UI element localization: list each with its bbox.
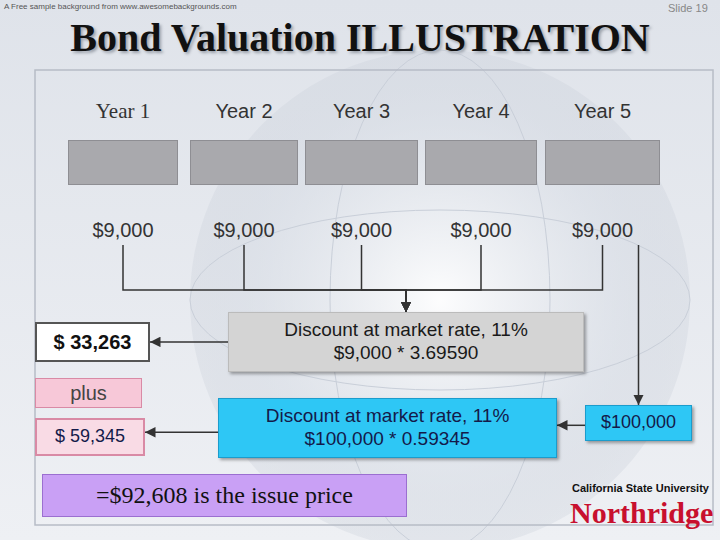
globe-line bbox=[330, 50, 550, 540]
year-column: Year 3 $9,000 bbox=[305, 98, 418, 243]
watermark: A Free sample background from www.awesom… bbox=[4, 2, 237, 11]
year-bar bbox=[190, 140, 298, 185]
flow-arrow bbox=[362, 245, 407, 312]
flow-arrow bbox=[145, 432, 218, 434]
flow-arrow bbox=[244, 245, 406, 312]
box-text: $ 59,345 bbox=[47, 426, 133, 448]
operator-box: plus bbox=[35, 378, 142, 408]
year-heading: Year 3 bbox=[305, 98, 418, 124]
discount-box: Discount at market rate, 11%$100,000 * 0… bbox=[218, 398, 557, 458]
year-bar bbox=[305, 140, 418, 185]
value-box: $ 33,263 bbox=[35, 322, 150, 362]
year-column: Year 5 $9,000 bbox=[545, 98, 660, 243]
flow-arrow bbox=[406, 245, 481, 312]
logo-text: Northridge bbox=[570, 496, 713, 530]
cash-flow: $9,000 bbox=[190, 217, 298, 243]
year-bar bbox=[425, 140, 537, 185]
slide-frame bbox=[35, 70, 713, 525]
flow-arrow bbox=[123, 245, 406, 312]
box-text: $9,000 * 3.69590 bbox=[239, 342, 573, 365]
cash-flow: $9,000 bbox=[305, 217, 418, 243]
flow-arrow bbox=[150, 341, 228, 343]
year-column: Year 2 $9,000 bbox=[190, 98, 298, 243]
result-box: =$92,608 is the issue price bbox=[42, 474, 407, 517]
discount-box: Discount at market rate, 11%$9,000 * 3.6… bbox=[228, 312, 584, 372]
globe-line bbox=[190, 210, 690, 390]
logo-text: California State University bbox=[572, 482, 709, 494]
box-text: $ 33,263 bbox=[47, 330, 138, 354]
flow-arrow bbox=[406, 245, 603, 312]
slide-number: Slide 19 bbox=[668, 2, 708, 14]
box-text: Discount at market rate, 11% bbox=[229, 405, 546, 428]
cash-flow: $9,000 bbox=[545, 217, 660, 243]
value-box: $100,000 bbox=[585, 405, 692, 441]
year-heading: Year 4 bbox=[425, 98, 537, 124]
box-text: $100,000 * 0.59345 bbox=[229, 428, 546, 451]
cash-flow: $9,000 bbox=[68, 217, 178, 243]
cash-flow: $9,000 bbox=[425, 217, 537, 243]
box-text: plus bbox=[46, 381, 131, 405]
flow-arrow bbox=[557, 425, 585, 427]
box-text: Discount at market rate, 11% bbox=[239, 319, 573, 342]
year-heading: Year 5 bbox=[545, 98, 660, 124]
slide-title: Bond Valuation ILLUSTRATION bbox=[35, 14, 685, 61]
year-bar bbox=[68, 140, 178, 185]
value-box: $ 59,345 bbox=[35, 418, 145, 456]
year-heading: Year 2 bbox=[190, 98, 298, 124]
box-text: $100,000 bbox=[596, 412, 681, 434]
year-bar bbox=[545, 140, 660, 185]
globe bbox=[190, 50, 690, 540]
year-column: Year 4 $9,000 bbox=[425, 98, 537, 243]
year-column: Year 1 $9,000 bbox=[68, 98, 178, 243]
box-text: =$92,608 is the issue price bbox=[53, 481, 396, 510]
flow-arrow bbox=[638, 245, 640, 405]
year-heading: Year 1 bbox=[68, 98, 178, 124]
